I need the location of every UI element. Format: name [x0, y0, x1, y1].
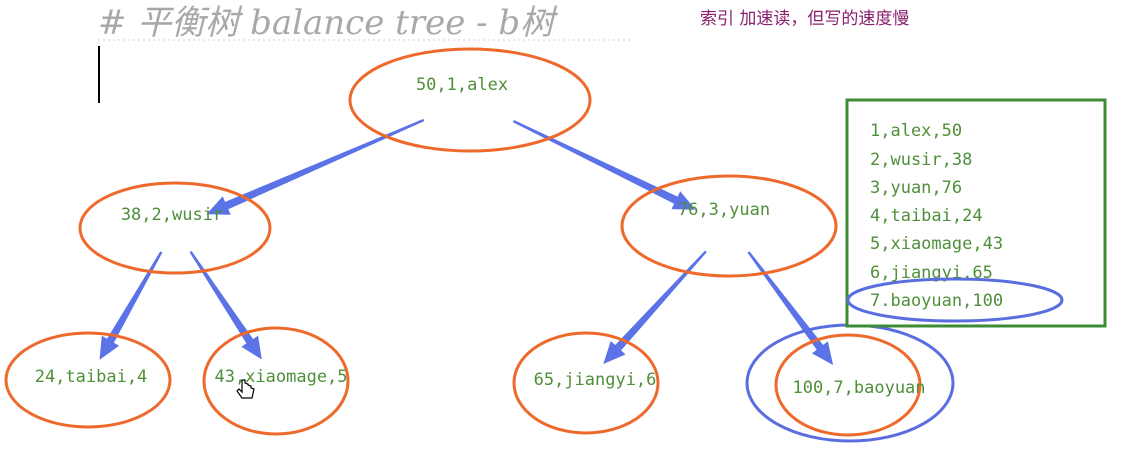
tree-node-right: 76,3,yuan	[620, 174, 838, 278]
node-label: 76,3,yuan	[678, 200, 770, 220]
node-label: 50,1,alex	[416, 75, 508, 95]
node-label: 38,2,wusir	[121, 205, 223, 225]
node-ellipse	[774, 333, 922, 437]
index-note: 索引 加速读，但写的速度慢	[700, 8, 909, 29]
node-label: 43,xiaomage,5	[214, 367, 347, 387]
tree-node-left: 38,2,wusir	[78, 181, 272, 275]
index-table: 1,alex,50 2,wusir,38 3,yuan,76 4,taibai,…	[845, 98, 1107, 328]
edge-arrow-right-to-rr	[747, 251, 834, 365]
hand-cursor-icon	[236, 379, 255, 399]
tree-edges	[99, 118, 834, 365]
index-row: 3,yuan,76	[870, 178, 962, 198]
node-ellipse	[4, 331, 172, 429]
tree-node-rl: 65,jiangyi,6	[512, 331, 660, 435]
edge-arrow-left-to-ll	[99, 251, 163, 360]
tree-node-root: 50,1,alex	[348, 47, 592, 153]
index-row: 4,taibai,24	[870, 206, 983, 226]
index-row: 5,xiaomage,43	[870, 234, 1003, 254]
index-row: 2,wusir,38	[870, 150, 972, 170]
edge-arrow-root-to-right	[512, 120, 696, 210]
node-ellipse	[78, 181, 272, 275]
node-label: 65,jiangyi,6	[534, 370, 657, 390]
node-ellipse	[620, 174, 838, 278]
edge-arrow-root-to-left	[206, 118, 425, 215]
index-row-highlight-ring	[846, 277, 1064, 323]
tree-node-ll: 24,taibai,4	[4, 331, 172, 429]
node-label: 100,7,baoyuan	[792, 378, 925, 398]
diagram-heading: # 平衡树 balance tree - b树	[98, 3, 558, 43]
index-row: 1,alex,50	[870, 121, 962, 141]
node-ellipse	[348, 47, 592, 153]
edge-arrow-right-to-rl	[603, 250, 707, 364]
node-ellipse	[202, 326, 350, 436]
index-table-border	[845, 98, 1107, 328]
node-ellipse	[512, 331, 660, 435]
index-row-highlighted: 7.baoyuan,100	[870, 291, 1003, 311]
tree-node-lr: 43,xiaomage,5	[202, 326, 350, 436]
tree-node-rr: 100,7,baoyuan	[745, 323, 955, 443]
node-label: 24,taibai,4	[35, 367, 148, 387]
